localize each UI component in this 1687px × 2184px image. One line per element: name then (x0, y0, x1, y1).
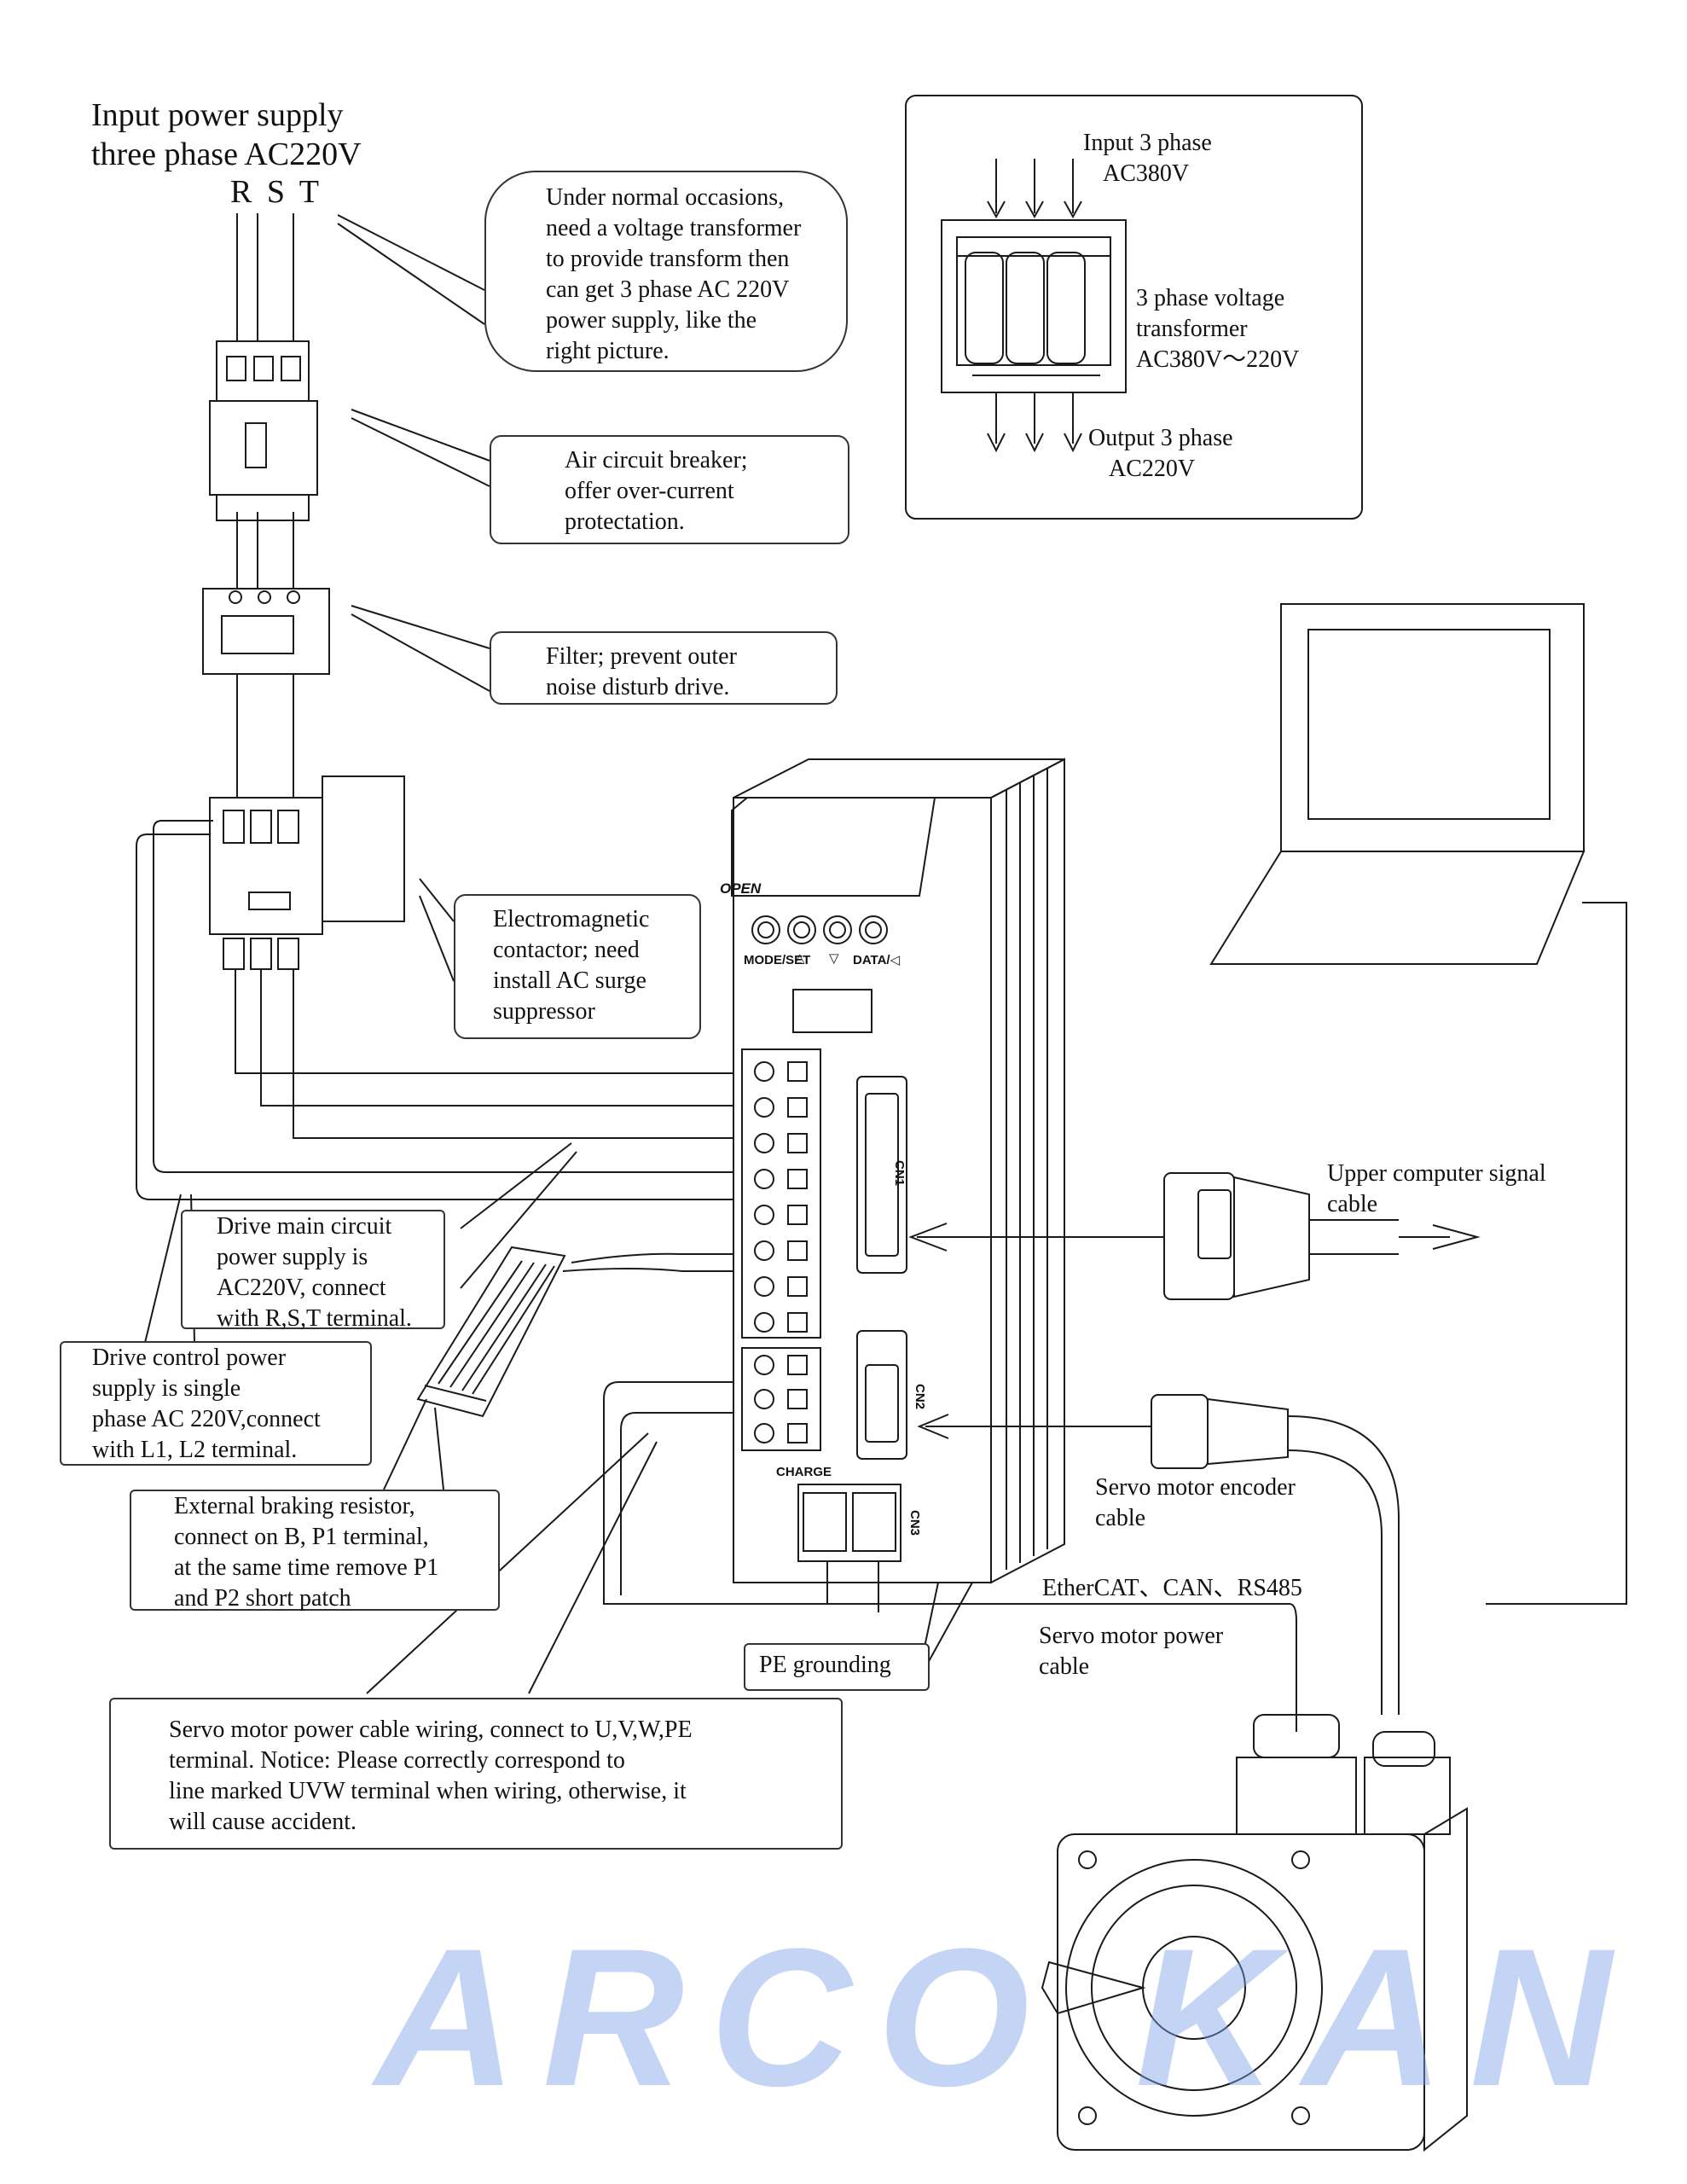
callout-breaker: Air circuit breaker; offer over-current … (490, 435, 849, 544)
label-encoder-line1: Servo motor encoder (1095, 1474, 1296, 1501)
drive-up-label: △ (795, 951, 805, 966)
input-supply-line1: Input power supply (91, 97, 344, 133)
terminal-screw (754, 1097, 774, 1118)
terminal-slot (787, 1355, 808, 1375)
callout-transformer-note: Under normal occasions, need a voltage t… (484, 171, 848, 372)
terminal-screw (754, 1423, 774, 1443)
callout-contactor: Electromagnetic contactor; need install … (454, 894, 701, 1039)
braking-resistor-wires (562, 1252, 733, 1272)
transformer-panel-frame (905, 95, 1363, 520)
terminal-screw (754, 1389, 774, 1409)
terminal-block-motor (754, 1355, 808, 1443)
drive-fins (1006, 769, 1048, 1570)
watermark-logo: ARCO KAN (375, 1908, 1638, 2127)
drive-cn2-label: CN2 (913, 1384, 927, 1410)
terminal-screw (754, 1240, 774, 1261)
callout-pe-grounding: PE grounding (744, 1643, 930, 1691)
transformer-desc-line3: AC380V～220V (1136, 346, 1300, 373)
transformer-desc-line2: transformer (1136, 316, 1248, 342)
terminal-screw (754, 1133, 774, 1153)
terminal-slot (787, 1276, 808, 1297)
rst-input-lines (236, 213, 294, 798)
label-motor-power-line2: cable (1039, 1653, 1090, 1680)
terminal-screw (754, 1205, 774, 1225)
drive-cn1-label: CN1 (892, 1160, 907, 1187)
terminal-slot (787, 1240, 808, 1261)
contactor-drawing (209, 775, 405, 970)
terminal-slot (787, 1423, 808, 1443)
callout-filter: Filter; prevent outer noise disturb driv… (490, 631, 838, 705)
drive-open-label: OPEN (720, 880, 762, 897)
cn1-cable-drawing (908, 1172, 1481, 1300)
control-power-wires (136, 820, 733, 1200)
main-power-wires (235, 969, 733, 1139)
terminal-slot (787, 1097, 808, 1118)
label-network: EtherCAT、CAN、RS485 (1042, 1575, 1302, 1601)
drive-drawing (731, 758, 1065, 1584)
transformer-input-line1: Input 3 phase (1083, 130, 1212, 156)
label-upper-computer-line1: Upper computer signal (1327, 1160, 1546, 1187)
transformer-input-line2: AC380V (1103, 160, 1190, 187)
callout-braking-resistor: External braking resistor, connect on B,… (130, 1490, 500, 1612)
terminal-block-main (754, 1061, 808, 1333)
circuit-breaker-drawing (209, 340, 318, 521)
drive-buttons (751, 915, 888, 944)
terminal-slot (787, 1169, 808, 1189)
transformer-drawing (941, 219, 1127, 393)
terminal-screw (754, 1276, 774, 1297)
transformer-desc-line1: 3 phase voltage (1136, 285, 1285, 311)
terminal-slot (787, 1312, 808, 1333)
drive-cn3-label: CN3 (907, 1510, 922, 1536)
input-supply-phases: R S T (230, 174, 323, 210)
terminal-slot (787, 1205, 808, 1225)
label-motor-power-line1: Servo motor power (1039, 1623, 1224, 1649)
callout-main-power: Drive main circuit power supply is AC220… (181, 1210, 445, 1332)
transformer-output-line1: Output 3 phase (1088, 425, 1233, 451)
terminal-slot (787, 1133, 808, 1153)
laptop-drawing (1209, 603, 1627, 1605)
transformer-output-arrows (987, 392, 1082, 453)
drive-down-label: ▽ (829, 951, 839, 966)
transformer-output-line2: AC220V (1109, 456, 1196, 482)
network-wire (826, 1561, 879, 1612)
drive-data-label: DATA/◁ (853, 953, 901, 967)
drive-mode-set-label: MODE/SET (744, 953, 811, 967)
terminal-slot (787, 1061, 808, 1082)
callout-control-power: Drive control power supply is single pha… (60, 1341, 372, 1466)
label-upper-computer-line2: cable (1327, 1191, 1378, 1217)
callout-motor-wiring: Servo motor power cable wiring, connect … (109, 1698, 843, 1850)
transformer-input-arrows (987, 159, 1082, 219)
terminal-slot (787, 1389, 808, 1409)
terminal-screw (754, 1312, 774, 1333)
terminal-screw (754, 1355, 774, 1375)
filter-drawing (202, 588, 330, 675)
input-supply-line2: three phase AC220V (91, 136, 362, 172)
terminal-screw (754, 1169, 774, 1189)
braking-resistor-drawing (416, 1246, 566, 1418)
terminal-screw (754, 1061, 774, 1082)
label-encoder-line2: cable (1095, 1505, 1146, 1531)
servo-motor-drawing (1041, 1714, 1468, 2152)
cn2-cable-drawing (917, 1394, 1400, 1715)
drive-charge-label: CHARGE (776, 1465, 832, 1479)
motor-power-wires (603, 1381, 1297, 1732)
